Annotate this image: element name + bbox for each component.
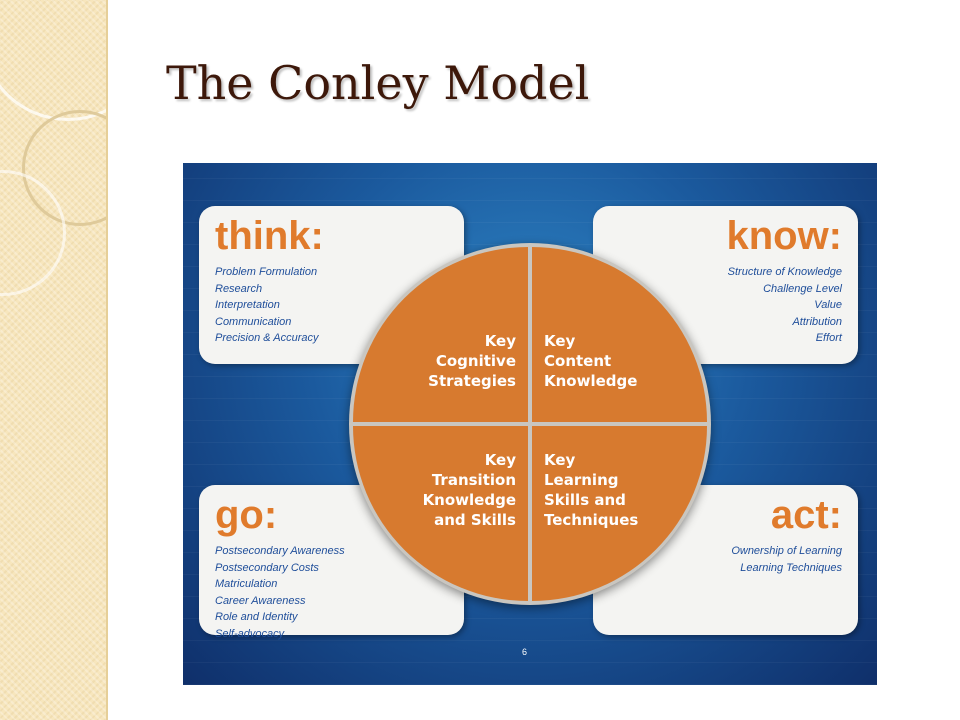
panel-list-know: Structure of Knowledge Challenge Level V…: [609, 264, 842, 347]
decorative-side-band: [0, 0, 108, 720]
panel-heading-go: go:: [215, 493, 278, 537]
page-number: 6: [522, 647, 528, 657]
list-item: Research: [215, 282, 263, 295]
list-item: Learning Techniques: [740, 561, 842, 574]
conley-model-diagram: think: Problem Formulation Research Inte…: [183, 163, 877, 685]
list-item: Communication: [215, 315, 292, 328]
panel-heading-act: act:: [770, 493, 842, 537]
list-item: Problem Formulation: [215, 266, 318, 278]
list-item: Postsecondary Awareness: [215, 545, 345, 557]
list-item: Structure of Knowledge: [727, 266, 842, 278]
list-item: Ownership of Learning: [731, 545, 842, 557]
list-item: Effort: [815, 332, 842, 344]
central-circle: Key Cognitive Strategies Key Content Kno…: [349, 243, 711, 605]
list-item: Role and Identity: [215, 611, 298, 623]
list-item: Self-advocacy: [215, 627, 285, 640]
list-item: Precision & Accuracy: [215, 332, 319, 344]
list-item: Postsecondary Costs: [215, 561, 319, 574]
quadrant-label: Key Content Knowledge: [544, 332, 638, 390]
list-item: Interpretation: [215, 299, 280, 311]
slide-title: The Conley Model: [166, 56, 590, 110]
panel-heading-know: know:: [726, 214, 842, 258]
panel-list-act: Ownership of Learning Learning Technique…: [609, 543, 842, 576]
list-item: Career Awareness: [215, 594, 306, 607]
panel-heading-think: think:: [215, 214, 324, 258]
list-item: Attribution: [792, 315, 842, 328]
list-item: Matriculation: [215, 578, 278, 590]
decorative-ring: [0, 0, 106, 121]
quadrant-label: Key Cognitive Strategies: [428, 332, 516, 390]
panel-list-think: Problem Formulation Research Interpretat…: [215, 264, 448, 347]
list-item: Challenge Level: [763, 282, 842, 295]
list-item: Value: [814, 299, 842, 311]
quadrant-label: Key Transition Knowledge and Skills: [422, 451, 516, 529]
quadrant-label: Key Learning Skills and Techniques: [544, 451, 639, 529]
panel-list-go: Postsecondary Awareness Postsecondary Co…: [215, 543, 448, 642]
